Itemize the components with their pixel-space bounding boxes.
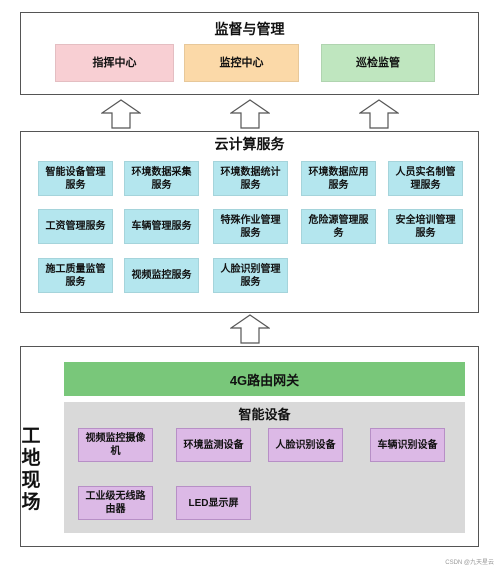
router-gateway-bar: 4G路由网关 (64, 362, 465, 396)
smart-devices-area: 智能设备 视频监控摄像机 环境监测设备 人脸识别设备 车辆识别设备 工业级无线路… (64, 402, 465, 533)
service-box: 安全培训管理服务 (388, 209, 463, 244)
up-arrow-icon (230, 99, 270, 129)
smart-devices-title: 智能设备 (238, 407, 291, 422)
supervision-title: 监督与管理 (214, 21, 285, 37)
service-box: 环境数据应用服务 (301, 161, 376, 196)
supervision-panel: 监督与管理 指挥中心 监控中心 巡检监管 (20, 12, 479, 95)
service-box: 车辆管理服务 (124, 209, 199, 244)
service-box: 特殊作业管理服务 (213, 209, 288, 244)
service-box: 工资管理服务 (38, 209, 113, 244)
service-box: 智能设备管理服务 (38, 161, 113, 196)
up-arrow-icon (101, 99, 141, 129)
service-box: 环境数据采集服务 (124, 161, 199, 196)
service-box: 危险源管理服务 (301, 209, 376, 244)
device-box: 环境监测设备 (176, 428, 251, 462)
device-box: LED显示屏 (176, 486, 251, 520)
service-box: 人脸识别管理服务 (213, 258, 288, 293)
cloud-services-title: 云计算服务 (214, 136, 285, 152)
inspection-box: 巡检监管 (321, 44, 435, 82)
device-box: 车辆识别设备 (370, 428, 445, 462)
service-box: 环境数据统计服务 (213, 161, 288, 196)
watermark: CSDN @九天星云 (445, 560, 494, 566)
command-center-box: 指挥中心 (55, 44, 174, 82)
device-box: 人脸识别设备 (268, 428, 343, 462)
up-arrow-icon (359, 99, 399, 129)
up-arrow-icon (230, 314, 270, 344)
service-box: 视频监控服务 (124, 258, 199, 293)
cloud-services-panel: 云计算服务 智能设备管理服务 环境数据采集服务 环境数据统计服务 环境数据应用服… (20, 131, 479, 313)
service-box: 施工质量监管服务 (38, 258, 113, 293)
monitoring-center-box: 监控中心 (184, 44, 299, 82)
device-box: 视频监控摄像机 (78, 428, 153, 462)
service-box: 人员实名制管理服务 (388, 161, 463, 196)
device-box: 工业级无线路由器 (78, 486, 153, 520)
site-label: 工地现场 (21, 426, 41, 513)
